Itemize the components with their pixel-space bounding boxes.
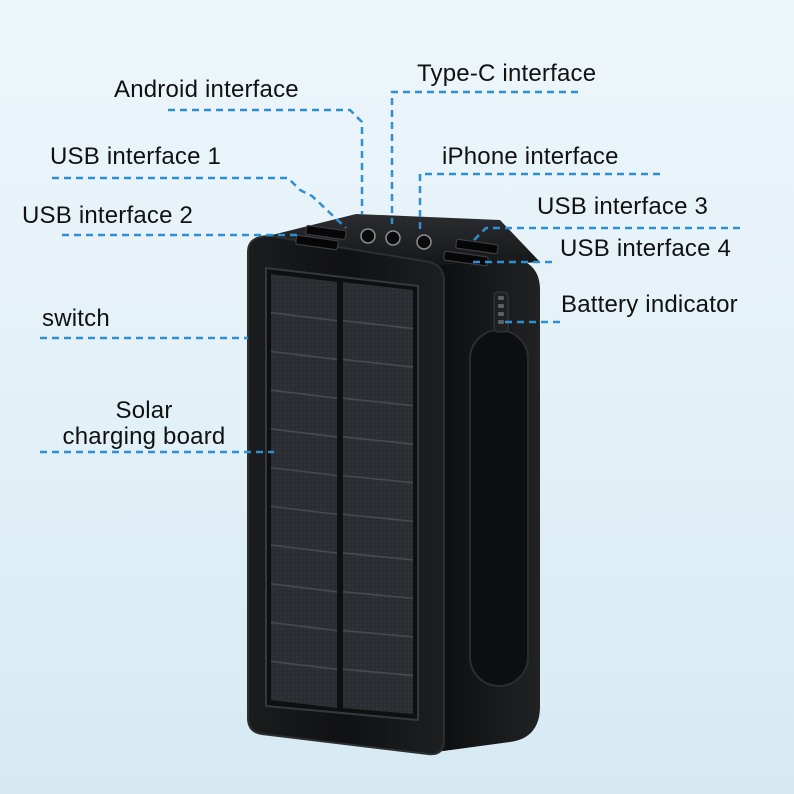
side-grip-recess [469, 329, 529, 687]
solar-cell-divider [342, 668, 414, 677]
label-usb-interface-1: USB interface 1 [50, 143, 222, 170]
solar-cell-divider [342, 474, 414, 484]
label-solar-line-1: Solar [115, 397, 173, 424]
usb-port-3 [455, 238, 499, 255]
leader-typec [390, 90, 578, 224]
label-typec-interface: Type-C interface [417, 60, 597, 87]
label-usb-interface-2: USB interface 2 [22, 202, 194, 229]
solar-cell-divider [342, 397, 414, 407]
leader-usb3 [473, 226, 740, 241]
label-usb-interface-3: USB interface 3 [537, 193, 709, 220]
label-solar-charging-board: Solar charging board [42, 398, 246, 450]
label-android-interface: Android interface [114, 76, 299, 103]
typec-port [385, 230, 401, 246]
android-port [360, 228, 376, 244]
label-iphone-interface: iPhone interface [442, 143, 619, 170]
solar-cell-divider [270, 389, 338, 399]
label-usb-interface-4: USB interface 4 [560, 235, 732, 262]
solar-cell-divider [270, 350, 338, 361]
solar-cell-divider [270, 466, 338, 477]
usb-port-2 [295, 234, 339, 251]
label-switch: switch [42, 305, 110, 332]
solar-cell-divider [270, 544, 338, 554]
leader-usb1 [52, 176, 347, 229]
usb-port-1 [305, 224, 347, 241]
leader-iphone [418, 172, 660, 230]
iphone-port [416, 234, 432, 250]
solar-cell-divider [270, 505, 338, 516]
solar-cell-divider [270, 311, 338, 322]
solar-cell-divider [342, 436, 414, 445]
solar-cell-divider [270, 660, 338, 671]
battery-indicator-leds [498, 296, 504, 324]
label-solar-line-2: charging board [62, 423, 226, 450]
solar-panel-right-column [343, 282, 413, 714]
solar-cell-divider [270, 621, 338, 632]
solar-panel-left-column [271, 274, 337, 708]
solar-cell-divider [270, 583, 338, 593]
label-battery-indicator: Battery indicator [561, 291, 738, 318]
solar-cell-divider [342, 319, 414, 330]
solar-panel-grid [270, 311, 414, 677]
solar-cell-divider [342, 513, 414, 523]
leader-android [168, 108, 364, 214]
solar-cell-divider [342, 591, 414, 600]
solar-cell-divider [342, 552, 414, 561]
solar-cell-divider [342, 629, 414, 638]
solar-cell-divider [342, 358, 414, 368]
solar-cell-divider [270, 428, 338, 438]
